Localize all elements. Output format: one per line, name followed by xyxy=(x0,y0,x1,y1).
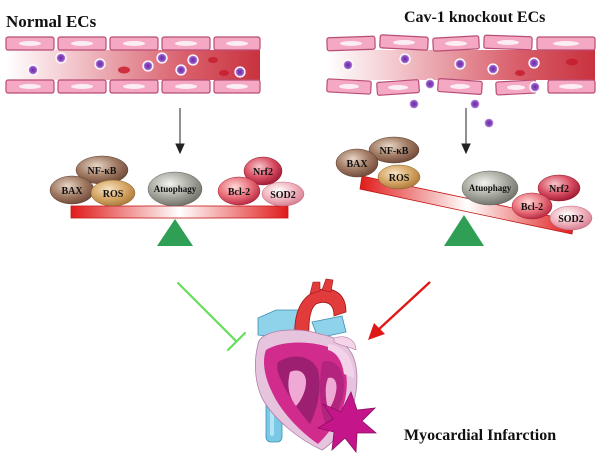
normal-ros-bubble: ROS xyxy=(90,179,136,207)
normal-bax-bubble: BAX xyxy=(49,175,95,205)
normal-balance: NF-κB BAX ROS Atuophagy Nrf2 Bcl-2 SOD2 xyxy=(49,155,305,246)
knockout-nrf2-bubble: Nrf2 xyxy=(537,174,581,202)
knockout-ecs-title: Cav-1 knockout ECs xyxy=(404,9,545,26)
svg-text:ROS: ROS xyxy=(103,189,124,200)
normal-down-arrow xyxy=(175,108,185,155)
svg-text:Atuophagy: Atuophagy xyxy=(469,183,512,193)
knockout-balance: NF-κB BAX ROS Atuophagy Nrf2 Bcl-2 SOD2 xyxy=(335,136,593,246)
knockout-bcl2-bubble: Bcl-2 xyxy=(511,192,553,220)
knockout-down-arrow xyxy=(461,108,471,155)
normal-blood-vessel xyxy=(5,36,261,94)
normal-balance-beam xyxy=(70,205,289,219)
knockout-ros-bubble: ROS xyxy=(377,164,421,190)
svg-text:NF-κB: NF-κB xyxy=(380,146,409,157)
svg-text:SOD2: SOD2 xyxy=(270,190,296,201)
normal-ecs-title: Normal ECs xyxy=(6,12,97,31)
knockout-balance-beam xyxy=(359,175,575,235)
svg-text:SOD2: SOD2 xyxy=(558,214,584,225)
myocardial-infarction-label: Myocardial Infarction xyxy=(404,427,556,444)
svg-text:Bcl-2: Bcl-2 xyxy=(228,187,250,198)
knockout-autophagy-bubble: Atuophagy xyxy=(461,170,519,206)
knockout-sod2-bubble: SOD2 xyxy=(549,205,593,231)
svg-text:Atuophagy: Atuophagy xyxy=(154,184,197,194)
normal-sod2-bubble: SOD2 xyxy=(261,181,305,207)
normal-bcl2-bubble: Bcl-2 xyxy=(217,176,261,206)
svg-text:Bcl-2: Bcl-2 xyxy=(521,202,543,213)
svg-text:Nrf2: Nrf2 xyxy=(253,167,273,178)
svg-text:ROS: ROS xyxy=(389,173,410,184)
svg-text:BAX: BAX xyxy=(346,159,368,170)
knockout-nfkb-bubble: NF-κB xyxy=(368,136,420,164)
normal-autophagy-bubble: Atuophagy xyxy=(147,171,203,207)
normal-fulcrum xyxy=(157,219,193,246)
promotion-arrow xyxy=(368,281,431,340)
inhibition-line xyxy=(176,281,247,352)
normal-nrf2-bubble: Nrf2 xyxy=(243,156,283,186)
svg-text:BAX: BAX xyxy=(61,186,83,197)
heart-illustration xyxy=(254,278,378,454)
knockout-blood-vessel xyxy=(326,34,596,129)
knockout-fulcrum xyxy=(444,215,484,246)
knockout-bax-bubble: BAX xyxy=(335,148,379,178)
svg-text:NF-κB: NF-κB xyxy=(88,166,117,177)
svg-text:Nrf2: Nrf2 xyxy=(549,184,569,195)
